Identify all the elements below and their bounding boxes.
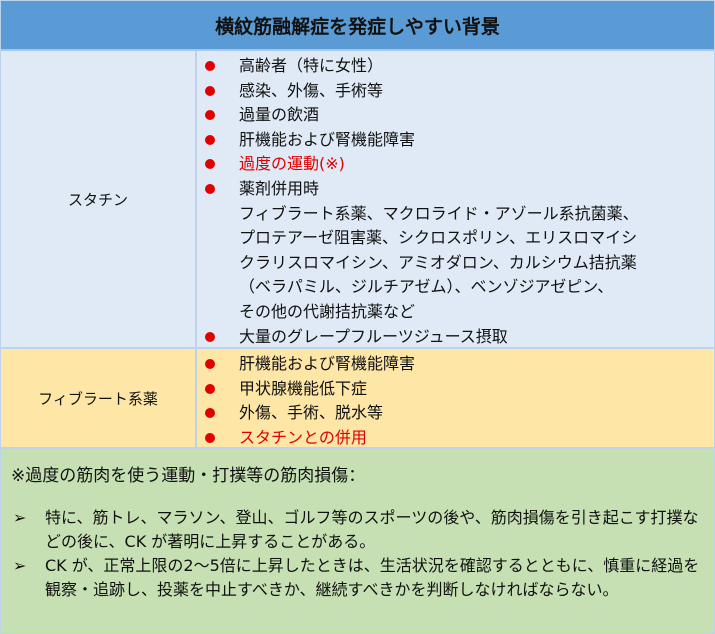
drug-line: クラリスロマイシン、アミオダロン、カルシウム拮抗薬 xyxy=(239,252,637,272)
drug-line: その他の代謝拮抗薬など xyxy=(239,301,416,321)
fibrate-items: 肝機能および腎機能障害 甲状腺機能低下症 外傷、手術、脱水等 スタチンとの併用 xyxy=(197,349,415,447)
list-item: 外傷、手術、脱水等 xyxy=(205,401,415,426)
notes-section: ※過度の筋肉を使う運動・打撲等の筋肉損傷： ➢ 特に、筋トレ、マラソン、登山、ゴル… xyxy=(1,449,714,633)
statin-label: スタチン xyxy=(1,51,197,347)
bullet-icon xyxy=(205,61,215,71)
item-text: 外傷、手術、脱水等 xyxy=(239,403,384,423)
table-title: 横紋筋融解症を発症しやすい背景 xyxy=(1,1,714,51)
fibrate-row: フィブラート系薬 肝機能および腎機能障害 甲状腺機能低下症 外傷、手術、脱水等 … xyxy=(1,349,714,449)
list-item: 過量の飲酒 xyxy=(205,103,639,128)
list-item: 薬剤併用時 xyxy=(205,177,639,202)
item-text: 感染、外傷、手術等 xyxy=(239,80,384,100)
bullet-icon xyxy=(205,359,215,369)
item-text: 薬剤併用時 xyxy=(239,178,320,198)
bullet-icon xyxy=(205,110,215,121)
item-text: 高齢者（特に女性） xyxy=(239,56,384,75)
list-item: 甲状腺機能低下症 xyxy=(205,377,415,402)
drug-line: （ベラパミル、ジルチアゼム）、ベンゾジアゼピン、 xyxy=(239,277,614,297)
statin-row: スタチン 高齢者（特に女性） 感染、外傷、手術等 過量の飲酒 肝機能および腎機能… xyxy=(1,51,714,349)
list-item: スタチンとの併用 xyxy=(205,426,415,451)
item-text: 大量のグレープフルーツジュース摂取 xyxy=(239,326,508,346)
bullet-icon xyxy=(205,134,215,145)
bullet-icon xyxy=(205,408,215,419)
note-item: ➢ 特に、筋トレ、マラソン、登山、ゴルフ等のスポーツの後や、筋肉損傷を引き起こす打… xyxy=(11,506,704,554)
list-item: 大量のグレープフルーツジュース摂取 xyxy=(205,325,639,350)
notes-heading: ※過度の筋肉を使う運動・打撲等の筋肉損傷： xyxy=(11,466,366,486)
fibrate-label: フィブラート系薬 xyxy=(1,349,197,447)
bullet-icon xyxy=(205,331,215,342)
arrow-bullet-icon: ➢ xyxy=(13,556,27,575)
item-text: 肝機能および腎機能障害 xyxy=(239,129,416,149)
list-item: 過度の運動(※) xyxy=(205,152,639,177)
bullet-icon xyxy=(205,159,215,170)
item-text: 過量の飲酒 xyxy=(239,105,320,125)
note-item: ➢ CK が、正常上限の2～5倍に上昇したときは、生活状況を確認するとともに、慎重… xyxy=(11,554,704,602)
drug-line: プロテアーゼ阻害薬、シクロスポリン、エリスロマイシ xyxy=(239,228,638,248)
arrow-bullet-icon: ➢ xyxy=(13,508,27,527)
drug-line: フィブラート系薬、マクロライド・アゾール系抗菌薬、 xyxy=(239,203,639,223)
bullet-icon xyxy=(205,85,215,96)
item-text: 過度の運動(※) xyxy=(239,154,345,174)
list-item: 高齢者（特に女性） xyxy=(205,54,639,79)
item-text: 肝機能および腎機能障害 xyxy=(239,354,416,373)
note-text: CK が、正常上限の2～5倍に上昇したときは、生活状況を確認するとともに、慎重に… xyxy=(45,556,700,599)
note-text: 特に、筋トレ、マラソン、登山、ゴルフ等のスポーツの後や、筋肉損傷を引き起こす打撲… xyxy=(45,508,699,551)
list-item: 肝機能および腎機能障害 xyxy=(205,352,415,377)
bullet-icon xyxy=(205,183,215,194)
item-text: スタチンとの併用 xyxy=(239,427,367,447)
statin-items: 高齢者（特に女性） 感染、外傷、手術等 過量の飲酒 肝機能および腎機能障害 過度… xyxy=(197,51,639,347)
bullet-icon xyxy=(205,432,215,443)
bullet-icon xyxy=(205,383,215,394)
item-text: 甲状腺機能低下症 xyxy=(239,378,368,398)
list-item: 感染、外傷、手術等 xyxy=(205,79,639,104)
list-item: 肝機能および腎機能障害 xyxy=(205,128,639,153)
